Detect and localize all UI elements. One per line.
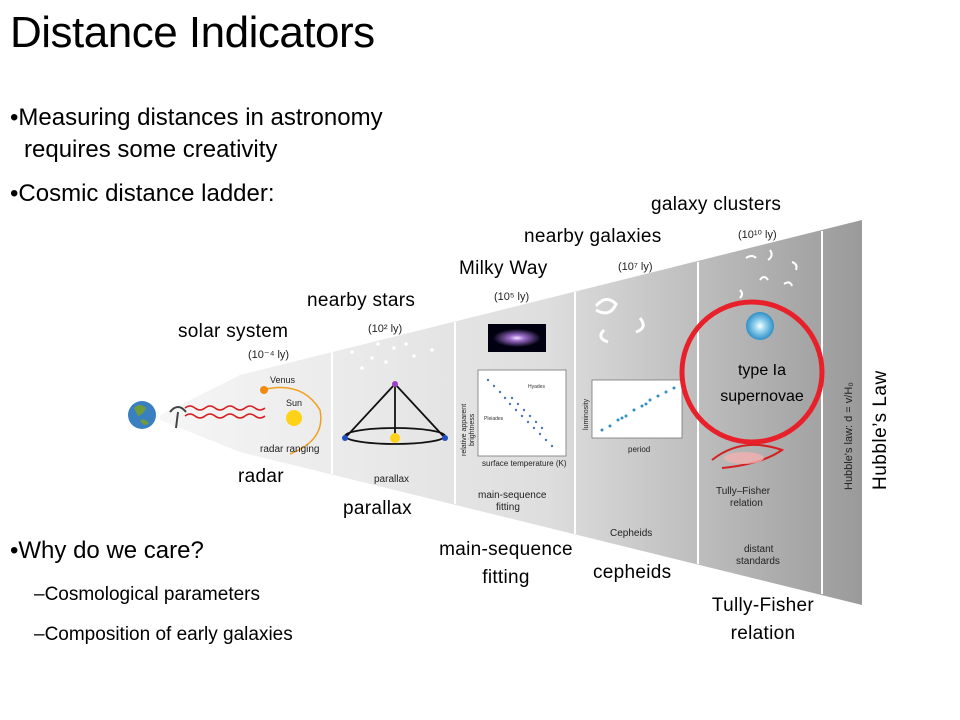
- label-cepheids: cepheids: [593, 562, 672, 583]
- bullet-text-line1: Measuring distances in astronomy: [18, 104, 383, 131]
- sun-icon: [286, 410, 302, 426]
- distance-solar: (10⁻⁴ ly): [248, 349, 289, 361]
- tully-fisher-galaxy-icon: [711, 443, 785, 469]
- bullet-why-text: Why do we care?: [18, 537, 204, 564]
- supernova-icon: [746, 312, 774, 340]
- label-parallax: parallax: [343, 498, 412, 519]
- cepheid-data-points: [600, 386, 676, 432]
- bullet-ladder-text: Cosmic distance ladder:: [18, 180, 275, 207]
- label-sn-line2: supernovae: [720, 388, 804, 405]
- ms-panel-label-2: fitting: [496, 502, 520, 513]
- bullet-ladder: •Cosmic distance ladder:: [10, 178, 275, 210]
- earth-icon: [128, 401, 156, 429]
- distance-nearby-galaxies: (10⁷ ly): [618, 261, 653, 273]
- label-milky-way: Milky Way: [459, 258, 548, 279]
- tf-panel-label-1: Tully–Fisher: [716, 486, 771, 497]
- radar-dish-icon: [169, 406, 187, 429]
- bullet-dot: •: [10, 180, 19, 207]
- bullet-dot: •: [10, 537, 19, 564]
- radar-ranging-label: radar ranging: [260, 444, 319, 455]
- label-radar: radar: [238, 466, 284, 487]
- cepheid-xlabel: period: [628, 445, 650, 454]
- label-galaxy-clusters: galaxy clusters: [651, 194, 782, 215]
- label-hubbles-law: Hubble’s Law: [870, 370, 891, 490]
- ms-panel-label-1: main-sequence: [478, 490, 547, 501]
- bullet-text-line2: requires some creativity: [24, 136, 278, 163]
- hr-diagram-plot: [477, 369, 567, 457]
- label-sn-line1: type Ia: [737, 362, 787, 379]
- galaxy-cluster-icon: [739, 249, 798, 299]
- page-title: Distance Indicators: [10, 8, 375, 57]
- bullet-why: •Why do we care?: [10, 535, 204, 567]
- label-main-sequence-fitting: main-sequence fitting: [420, 536, 592, 592]
- hr-data-points: [486, 378, 554, 448]
- hubble-law-formula: Hubble's law: d = v/H₀: [843, 382, 855, 490]
- label-tf-line1: Tully-Fisher: [711, 595, 815, 616]
- hyades-label: Hyades: [528, 384, 545, 390]
- cepheid-ylabel: luminosity: [583, 398, 590, 430]
- label-msf-line1: main-sequence: [439, 539, 573, 560]
- venus-label: Venus: [270, 375, 296, 385]
- ds-panel-label-1: distant: [744, 544, 774, 555]
- star-field-icon: [350, 342, 434, 370]
- venus-icon: [260, 386, 268, 394]
- label-type-ia-supernovae: type Ia supernovae: [696, 358, 828, 410]
- highlight-circle: [679, 299, 825, 445]
- radar-wave-icon: [184, 405, 266, 411]
- tf-panel-label-2: relation: [730, 498, 763, 509]
- label-msf-line2: fitting: [482, 567, 530, 588]
- hr-ylabel-2: brightness: [469, 413, 476, 446]
- bullet-dot: •: [10, 104, 19, 131]
- label-tully-fisher: Tully-Fisher relation: [690, 592, 836, 648]
- spiral-galaxy-icon: [594, 298, 645, 344]
- pleiades-label: Pleiades: [484, 416, 504, 422]
- bullet-measuring: •Measuring distances in astronomy: [10, 102, 383, 134]
- sub-bullet-cosmological: –Cosmological parameters: [34, 584, 260, 605]
- label-nearby-stars: nearby stars: [307, 290, 416, 311]
- cepheid-plot: [591, 379, 683, 439]
- panel-dividers: [331, 231, 823, 594]
- label-nearby-galaxies: nearby galaxies: [524, 226, 662, 247]
- distance-stars: (10² ly): [368, 323, 402, 335]
- label-solar-system: solar system: [178, 321, 289, 342]
- sub-bullet-composition: –Composition of early galaxies: [34, 624, 293, 645]
- sun-label: Sun: [286, 398, 302, 408]
- cepheids-panel-label: Cepheids: [610, 528, 652, 539]
- ds-panel-label-2: standards: [736, 556, 780, 567]
- distance-clusters: (10¹⁰ ly): [738, 229, 777, 241]
- hr-xlabel: surface temperature (K): [482, 459, 567, 468]
- distance-milkyway: (10⁵ ly): [494, 291, 529, 303]
- hr-ylabel-1: relative apparent: [461, 404, 468, 456]
- label-tf-line2: relation: [730, 623, 796, 644]
- parallax-panel-label: parallax: [374, 474, 409, 485]
